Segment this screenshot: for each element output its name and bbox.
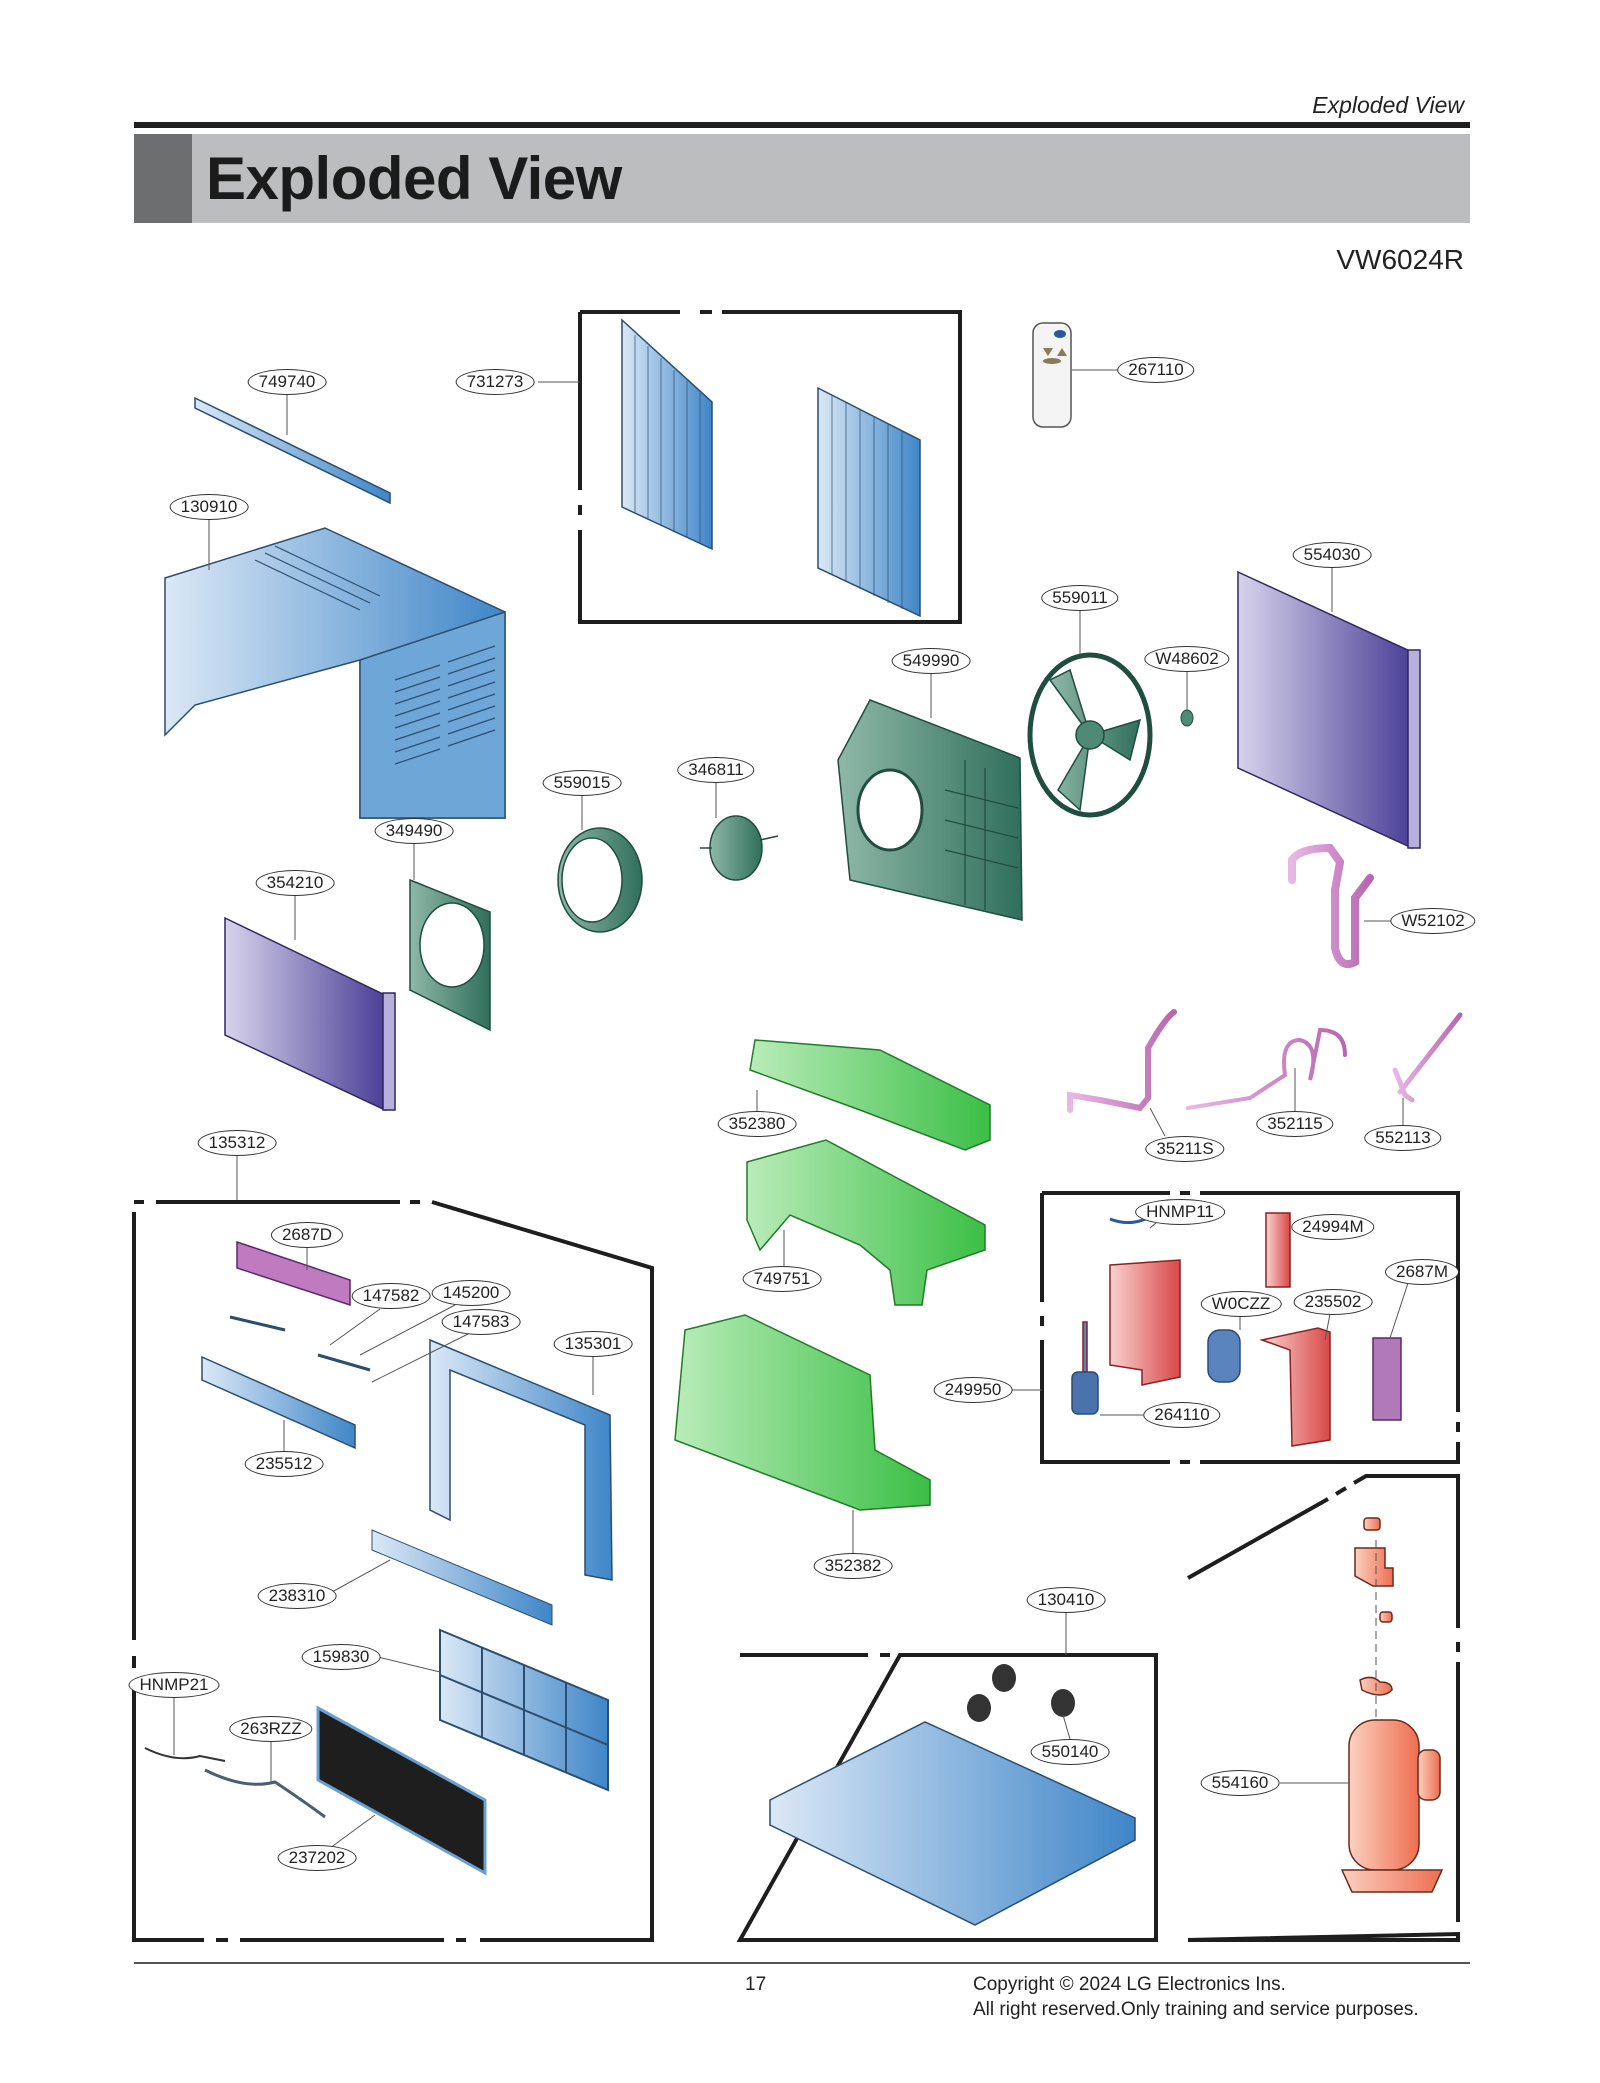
part-callout: 349490: [374, 818, 454, 844]
compressor-group-box: [1187, 1474, 1460, 1942]
upper-air-guide-illustration: [749, 1039, 991, 1151]
part-callout: 238310: [257, 1583, 337, 1609]
part-callout: 235502: [1293, 1289, 1373, 1315]
cabinet-illustration: [164, 520, 506, 819]
part-callout: 147582: [351, 1283, 431, 1309]
part-callout: W0CZZ: [1200, 1291, 1282, 1317]
part-callout: W48602: [1144, 646, 1230, 672]
running-head: Exploded View: [1312, 92, 1464, 118]
drain-pan-illustration: [674, 1314, 931, 1553]
condenser-coil-illustration: [1237, 568, 1421, 850]
part-callout: 352382: [813, 1553, 893, 1579]
part-callout: 24994M: [1291, 1214, 1375, 1240]
control-box-illustration: [1010, 1205, 1409, 1447]
page-number: 17: [745, 1974, 767, 1995]
part-callout: 130910: [169, 494, 249, 520]
part-callout: 145200: [431, 1280, 511, 1306]
compressor-illustration: [1280, 1517, 1444, 1893]
part-callout: 749740: [247, 369, 327, 395]
front-grille-parts-illustration: [144, 1156, 613, 1876]
part-callout: 550140: [1030, 1739, 1110, 1765]
part-callout: 159830: [301, 1644, 381, 1670]
part-callout: HNMP21: [128, 1672, 220, 1698]
control-box-group-box: [1040, 1191, 1460, 1464]
blower-wheel-illustration: [557, 796, 643, 933]
part-callout: 554160: [1200, 1770, 1280, 1796]
part-callout: 249950: [933, 1377, 1013, 1403]
base-pan-illustration: [769, 1613, 1136, 1926]
part-callout: 552113: [1364, 1125, 1442, 1151]
header-rule: [134, 122, 1470, 128]
part-callout: 135301: [553, 1331, 633, 1357]
refrigerant-tubes-illustration: [1067, 843, 1463, 1113]
title-bar: Exploded View: [134, 134, 1470, 223]
part-callout: 35211S: [1145, 1136, 1225, 1162]
model-number: VW6024R: [1336, 244, 1464, 275]
part-callout: 352115: [1256, 1111, 1334, 1137]
base-pan-group-box: [736, 1653, 1158, 1942]
page-title: Exploded View: [206, 145, 622, 212]
part-callout: 749751: [742, 1266, 822, 1292]
footer-rule: [134, 1962, 1470, 1964]
propeller-fan-illustration: [1027, 611, 1153, 818]
copyright-line-2: All right reserved.Only training and ser…: [973, 1999, 1419, 2020]
part-callout: HNMP11: [1135, 1199, 1225, 1225]
fan-motor-illustration: [700, 783, 779, 881]
title-accent-block: [134, 134, 192, 223]
part-callout: 352380: [717, 1111, 797, 1137]
fan-shroud-illustration: [837, 674, 1023, 921]
part-callout: 559011: [1041, 585, 1119, 611]
part-callout: 237202: [277, 1845, 357, 1871]
part-callout: 264110: [1143, 1402, 1221, 1428]
front-grille-group-box: [132, 1200, 654, 1942]
orifice-illustration: [409, 844, 491, 1032]
remote-controller-illustration: [1032, 322, 1120, 428]
part-callout: 130410: [1026, 1587, 1106, 1613]
part-callout: 135312: [197, 1130, 277, 1156]
part-callout: 147583: [441, 1309, 521, 1335]
part-callout: 731273: [455, 369, 535, 395]
part-callout: 354210: [255, 870, 335, 896]
fan-clamp-illustration: [1180, 672, 1194, 727]
part-callout: 559015: [542, 770, 622, 796]
part-callout: 554030: [1292, 542, 1372, 568]
copyright-line-1: Copyright © 2024 LG Electronics Ins.: [973, 1974, 1286, 1995]
side-curtain-group-box: [578, 310, 962, 624]
part-callout: 2687D: [270, 1222, 344, 1248]
part-callout: 2687M: [1385, 1259, 1459, 1285]
side-curtain-illustration: [538, 318, 921, 618]
air-guide-illustration: [746, 1139, 986, 1306]
part-callout: 235512: [244, 1451, 324, 1477]
part-callout: 263RZZ: [229, 1716, 313, 1742]
part-callout: 346811: [677, 757, 755, 783]
part-callout: 267110: [1117, 357, 1195, 383]
evaporator-coil-illustration: [224, 896, 396, 1112]
part-callout: 549990: [891, 648, 971, 674]
part-callout: W52102: [1390, 908, 1476, 934]
top-rail-illustration: [194, 395, 391, 505]
copyright-notice: Copyright © 2024 LG Electronics Ins. All…: [973, 1972, 1419, 2022]
